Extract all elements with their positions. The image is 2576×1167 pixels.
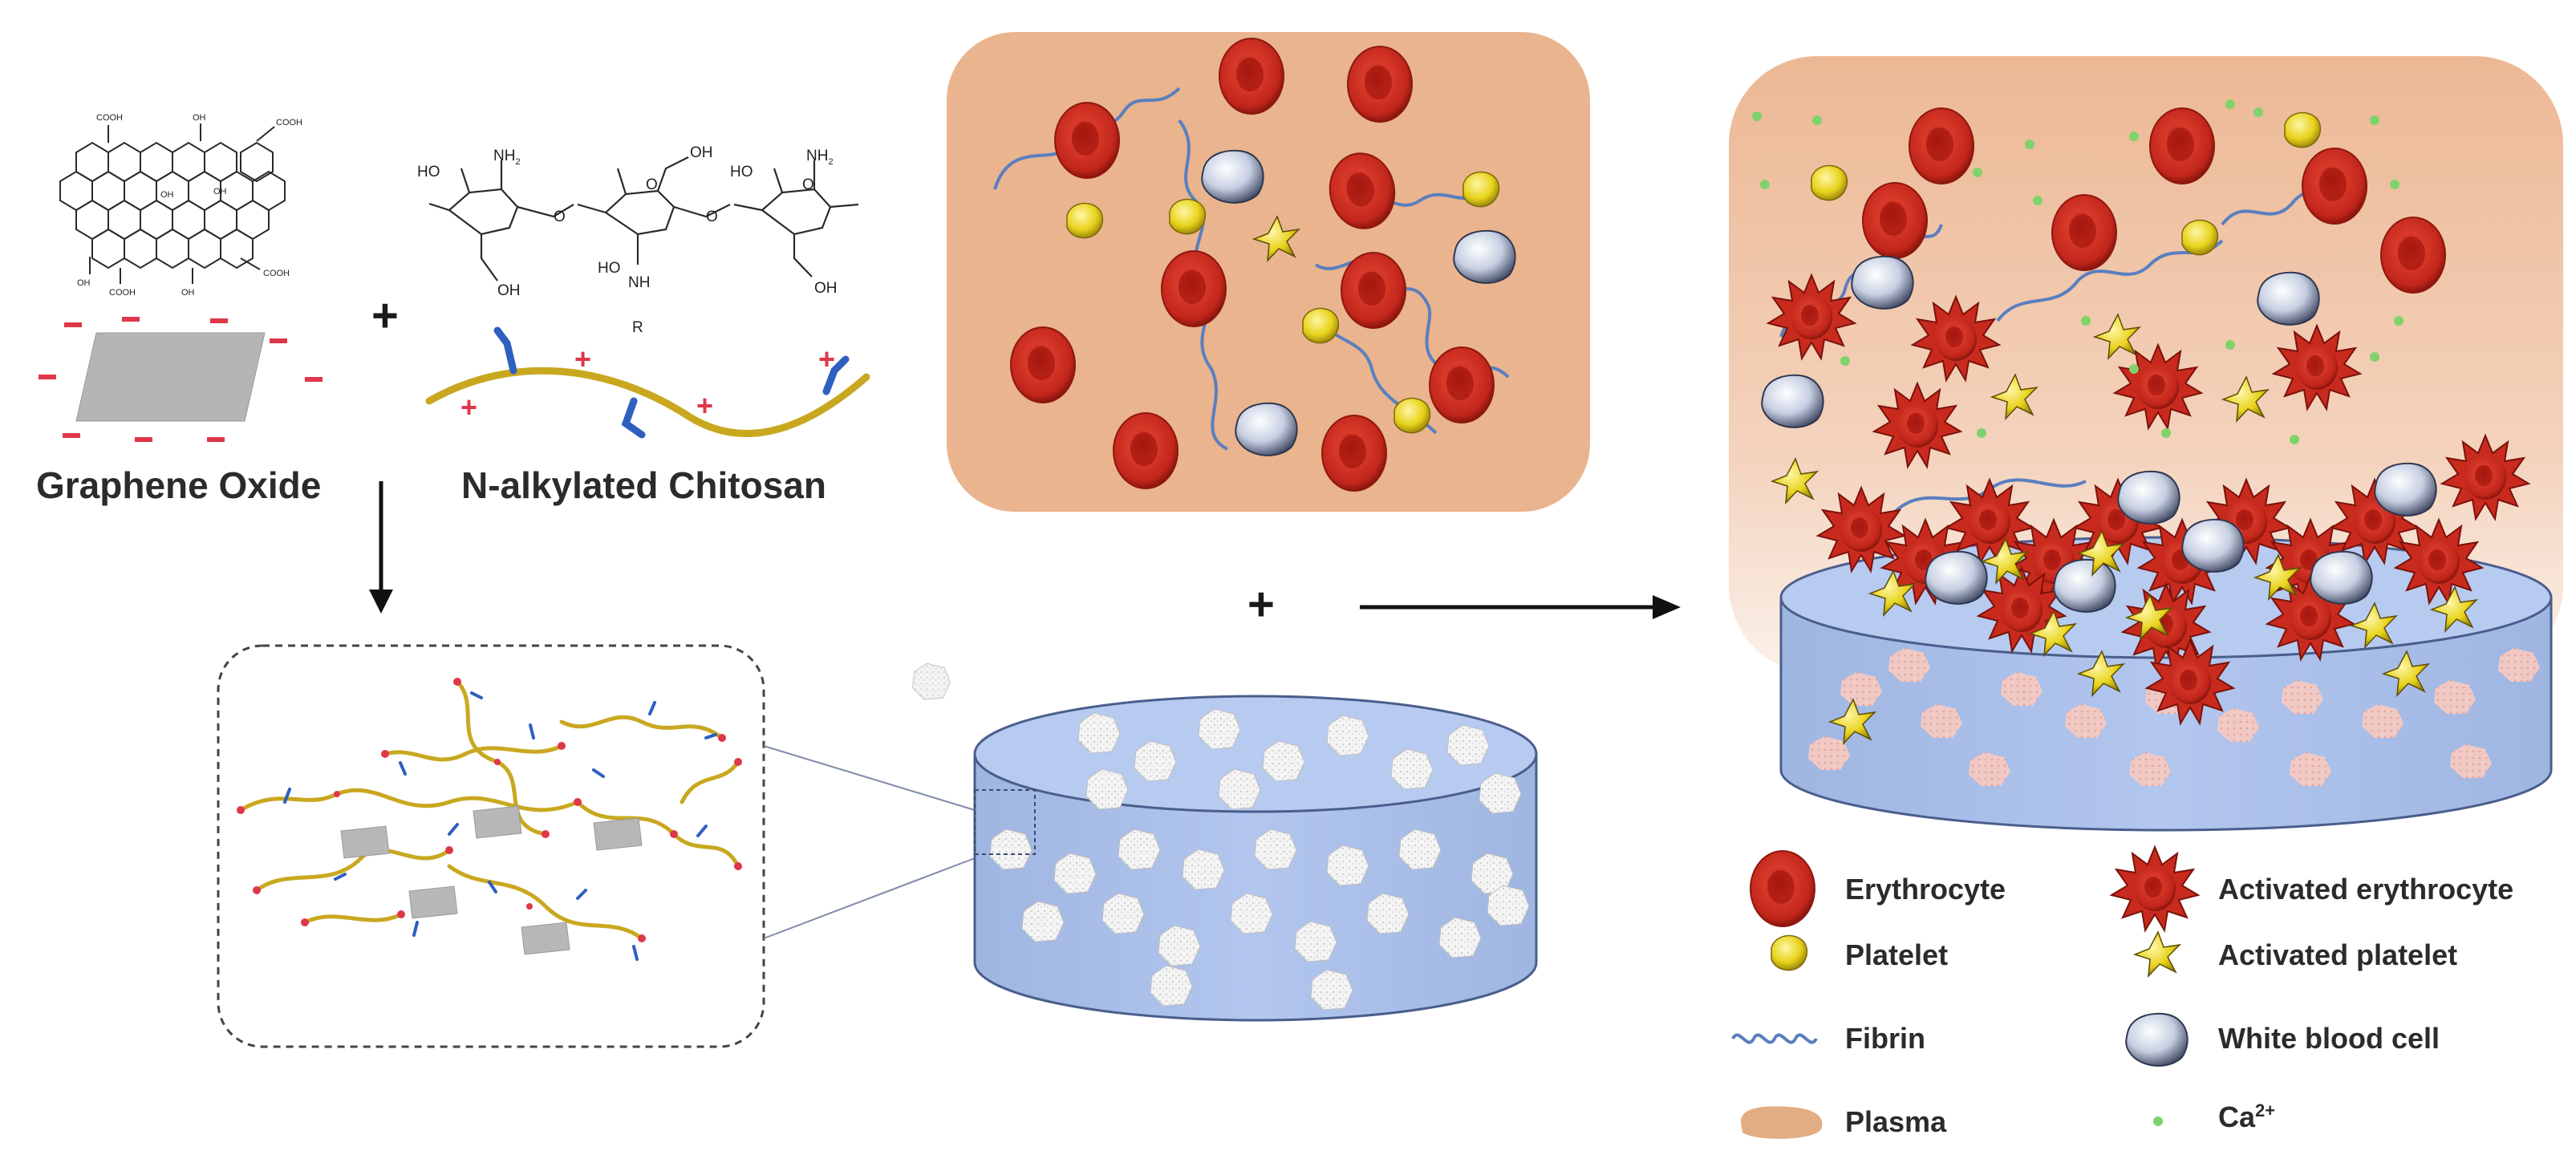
ho-label: HO: [598, 260, 621, 277]
fibrin-icon: [1731, 1033, 1818, 1044]
legend-white-blood-cell-label: White blood cell: [2218, 1022, 2440, 1055]
cooh-label: COOH: [276, 118, 302, 128]
legend-erythrocyte-label: Erythrocyte: [1845, 873, 2006, 906]
oxygen-label: O: [802, 176, 814, 193]
right-arrow-icon: [1653, 595, 1681, 619]
svg-text:+: +: [818, 342, 835, 375]
platelet-icon: [1771, 934, 1808, 971]
oh-label: OH: [193, 113, 206, 123]
oh-label: OH: [814, 280, 838, 297]
chitosan-label: N-alkylated Chitosan: [461, 464, 826, 506]
oh-label: OH: [181, 288, 195, 298]
down-arrow-icon: [369, 590, 393, 614]
svg-text:+: +: [460, 391, 477, 423]
cooh-label: COOH: [96, 113, 123, 123]
legend-activated-platelet-label: Activated platelet: [2218, 938, 2458, 971]
legend-platelet-label: Platelet: [1845, 938, 1949, 971]
oxygen-label: O: [554, 209, 566, 225]
graphene-oxide-label: Graphene Oxide: [36, 464, 322, 506]
chitosan-structure: HO NH2 O OH HO O OH NH R O HO NH2 O OH: [417, 144, 859, 336]
plus-sign: +: [371, 290, 399, 342]
oh-label: OH: [160, 190, 174, 200]
oh-label: OH: [690, 144, 713, 161]
r-label: R: [632, 319, 643, 336]
ho-label: HO: [417, 164, 440, 180]
plasma-icon: [1740, 1106, 1823, 1139]
nh2-label: NH2: [493, 148, 521, 167]
sponge-cylinder: [912, 663, 1538, 1022]
composite-network-box: [217, 644, 976, 1048]
svg-text:+: +: [574, 342, 591, 375]
arrows: [369, 481, 1681, 619]
cooh-label: COOH: [109, 288, 136, 298]
plus-sign: +: [1247, 578, 1275, 630]
oh-label: OH: [77, 278, 91, 288]
legend-plasma-label: Plasma: [1845, 1105, 1947, 1138]
nh-label: NH: [628, 274, 650, 291]
white-blood-cell-icon: [2125, 1012, 2189, 1067]
graphene-oxide-structure: COOH OH COOH OH OH OH COOH OH COOH: [59, 113, 302, 298]
erythrocyte-icon: [1750, 850, 1815, 927]
nh2-label: NH2: [806, 148, 834, 167]
oh-label: OH: [497, 282, 521, 299]
oh-label: OH: [213, 187, 227, 197]
legend-icons: [1731, 846, 2199, 1139]
legend-calcium-label: Ca2+: [2218, 1100, 2276, 1133]
activated-erythrocyte-icon: [2111, 846, 2199, 931]
ho-label: HO: [730, 164, 753, 180]
calcium-icon: [2153, 1116, 2163, 1126]
activated-platelet-icon: [2134, 931, 2180, 977]
chitosan-chain: + + + +: [425, 326, 870, 439]
oxygen-label: O: [706, 209, 718, 225]
svg-text:+: +: [696, 389, 713, 422]
legend-activated-erythrocyte-label: Activated erythrocyte: [2218, 873, 2514, 906]
cooh-label: COOH: [263, 269, 290, 278]
blood-plasma-box: [947, 32, 1590, 512]
oxygen-label: O: [646, 176, 658, 193]
graphene-sheet: [39, 317, 323, 442]
clotting-result-scene: [1729, 56, 2563, 832]
legend-fibrin-label: Fibrin: [1845, 1022, 1925, 1055]
